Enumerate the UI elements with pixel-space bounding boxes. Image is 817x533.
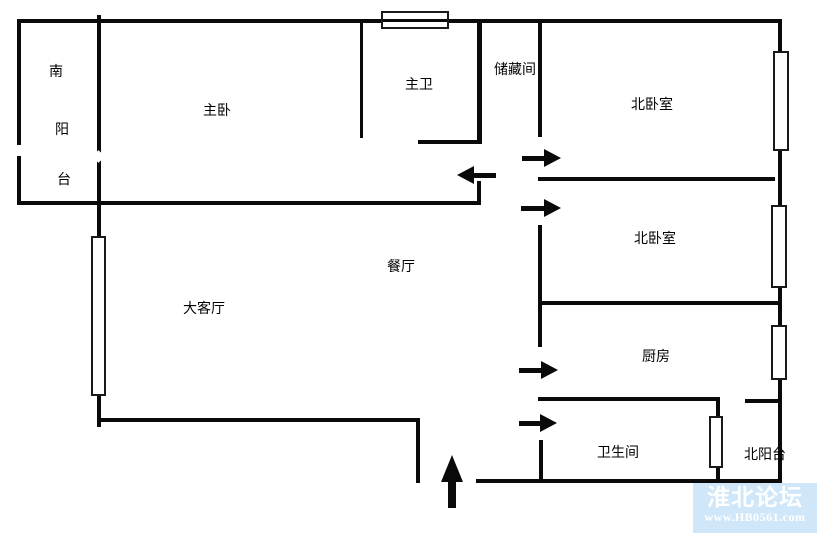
room-label-living: 大客厅 xyxy=(183,300,225,316)
watermark-title: 淮北论坛 xyxy=(707,484,803,510)
room-label-storage: 储藏间 xyxy=(494,61,536,77)
wall-bottom-outer xyxy=(476,479,782,483)
room-label-north-bedroom-2: 北卧室 xyxy=(634,230,676,246)
arrow-head-up-icon xyxy=(441,455,463,482)
window-living-balcony xyxy=(91,236,106,396)
wall-master-bath-left xyxy=(360,21,363,138)
arrow-head-right-icon xyxy=(544,149,561,167)
arrow-shaft xyxy=(521,206,544,211)
arrow-head-left-icon xyxy=(457,166,474,184)
watermark: 淮北论坛 www.HB0561.com xyxy=(693,483,817,533)
wall-kitchen-bottom xyxy=(538,397,720,401)
arrow-shaft xyxy=(522,156,545,161)
arrow-shaft xyxy=(474,173,496,178)
watermark-url: www.HB0561.com xyxy=(704,510,806,524)
wall-left-outer-upper xyxy=(17,19,21,145)
wall-master-bath-bottom xyxy=(418,140,482,144)
wall-notch xyxy=(92,150,105,163)
room-label-master-bath: 主卫 xyxy=(405,76,433,92)
arrow-shaft xyxy=(519,421,541,426)
room-label-south-balcony-char3: 台 xyxy=(57,171,71,187)
window-north-bedroom-1 xyxy=(773,51,789,151)
arrow-head-right-icon xyxy=(541,361,558,379)
room-label-south-balcony-char1: 南 xyxy=(49,63,63,79)
arrow-head-right-icon xyxy=(544,199,561,217)
wall-hall-left-lower xyxy=(477,181,481,205)
arrow-shaft xyxy=(448,481,456,508)
wall-bathroom-left xyxy=(539,440,543,483)
window-north-bedroom-2 xyxy=(771,205,787,288)
room-label-north-balcony: 北阳台 xyxy=(744,446,786,462)
wall-bedroom2-kitchen-left xyxy=(538,225,542,347)
wall-balcony-living-divider xyxy=(97,15,101,427)
room-label-kitchen: 厨房 xyxy=(642,348,670,364)
window-bathroom xyxy=(709,416,723,468)
wall-bedroom2-kitchen-divider xyxy=(538,301,782,305)
room-label-bathroom: 卫生间 xyxy=(597,444,639,460)
window-kitchen xyxy=(771,325,787,380)
wall-master-bedroom-bottom xyxy=(17,201,481,205)
room-label-dining: 餐厅 xyxy=(387,258,415,274)
room-label-north-bedroom-1: 北卧室 xyxy=(631,96,673,112)
wall-hall-left-upper xyxy=(477,21,482,143)
wall-north-balcony-top xyxy=(745,399,782,403)
wall-storage-right xyxy=(538,21,542,137)
wall-left-outer-lower xyxy=(17,156,21,205)
room-label-master-bedroom: 主卧 xyxy=(203,102,231,118)
wall-bedrooms-divider xyxy=(538,177,775,181)
window-master-bath-top-mullion xyxy=(383,19,447,22)
arrow-shaft xyxy=(519,368,542,373)
room-label-south-balcony-char2: 阳 xyxy=(55,121,69,137)
wall-entry-left xyxy=(416,418,420,483)
wall-living-bottom xyxy=(97,418,419,422)
arrow-head-right-icon xyxy=(540,414,557,432)
